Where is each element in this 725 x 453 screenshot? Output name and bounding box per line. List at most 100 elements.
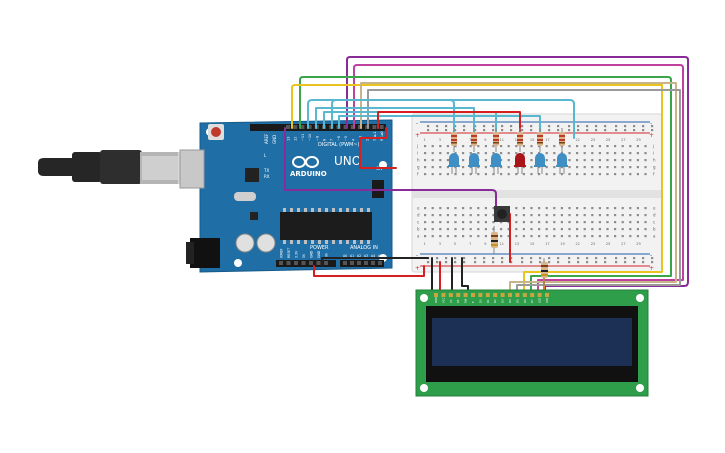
breadboard-hole[interactable]	[538, 207, 541, 210]
rail-hole[interactable]	[539, 257, 542, 260]
breadboard-hole[interactable]	[644, 166, 647, 169]
analog-pin-hole[interactable]	[371, 261, 375, 265]
breadboard-hole[interactable]	[469, 173, 472, 176]
breadboard-hole[interactable]	[614, 145, 617, 148]
breadboard-hole[interactable]	[424, 152, 427, 155]
breadboard-hole[interactable]	[576, 166, 579, 169]
breadboard-hole[interactable]	[583, 152, 586, 155]
wire-black-gnd[interactable]	[321, 257, 429, 267]
rail-hole[interactable]	[463, 257, 466, 260]
breadboard-hole[interactable]	[515, 214, 518, 217]
breadboard-hole[interactable]	[462, 145, 465, 148]
wire-gray[interactable]	[367, 89, 681, 293]
power-pin-hole[interactable]	[294, 261, 298, 265]
wire-green[interactable]	[299, 76, 672, 293]
breadboard-hole[interactable]	[598, 145, 601, 148]
wire-red-board[interactable]	[359, 127, 397, 169]
rail-hole[interactable]	[557, 125, 560, 128]
breadboard-hole[interactable]	[515, 152, 518, 155]
breadboard-hole[interactable]	[576, 173, 579, 176]
rail-hole[interactable]	[642, 261, 645, 264]
rail-hole[interactable]	[492, 257, 495, 260]
breadboard-hole[interactable]	[522, 173, 525, 176]
breadboard-hole[interactable]	[424, 145, 427, 148]
breadboard-hole[interactable]	[530, 235, 533, 238]
breadboard-hole[interactable]	[553, 214, 556, 217]
breadboard-hole[interactable]	[462, 228, 465, 231]
breadboard-hole[interactable]	[431, 145, 434, 148]
breadboard-hole[interactable]	[484, 207, 487, 210]
breadboard-hole[interactable]	[621, 221, 624, 224]
lcd-pin[interactable]	[500, 293, 505, 297]
breadboard-hole[interactable]	[629, 221, 632, 224]
breadboard-hole[interactable]	[500, 228, 503, 231]
breadboard-hole[interactable]	[439, 166, 442, 169]
breadboard-hole[interactable]	[621, 207, 624, 210]
rail-hole[interactable]	[615, 129, 618, 132]
breadboard-hole[interactable]	[507, 152, 510, 155]
breadboard-hole[interactable]	[484, 152, 487, 155]
lcd-pin[interactable]	[508, 293, 512, 297]
breadboard-hole[interactable]	[530, 221, 533, 224]
rail-hole[interactable]	[445, 261, 448, 264]
breadboard-hole[interactable]	[424, 207, 427, 210]
breadboard-hole[interactable]	[583, 228, 586, 231]
breadboard-hole[interactable]	[538, 145, 541, 148]
rail-hole[interactable]	[568, 125, 571, 128]
rail-hole[interactable]	[483, 257, 486, 260]
rail-hole[interactable]	[436, 125, 439, 128]
rail-hole[interactable]	[615, 257, 618, 260]
breadboard-hole[interactable]	[454, 214, 457, 217]
rail-hole[interactable]	[501, 125, 504, 128]
breadboard-hole[interactable]	[522, 214, 525, 217]
breadboard-hole[interactable]	[606, 166, 609, 169]
breadboard-hole[interactable]	[606, 145, 609, 148]
rail-hole[interactable]	[624, 257, 627, 260]
rail-hole[interactable]	[557, 257, 560, 260]
breadboard-hole[interactable]	[591, 173, 594, 176]
wire-magenta[interactable]	[353, 64, 684, 293]
rail-hole[interactable]	[492, 129, 495, 132]
breadboard-hole[interactable]	[545, 228, 548, 231]
breadboard-hole[interactable]	[644, 221, 647, 224]
breadboard-hole[interactable]	[469, 145, 472, 148]
rail-hole[interactable]	[501, 129, 504, 132]
rail-hole[interactable]	[548, 129, 551, 132]
rail-hole[interactable]	[474, 261, 477, 264]
breadboard-hole[interactable]	[454, 221, 457, 224]
rail-hole[interactable]	[568, 261, 571, 264]
rail-hole[interactable]	[530, 261, 533, 264]
breadboard-hole[interactable]	[439, 145, 442, 148]
breadboard-hole[interactable]	[507, 159, 510, 162]
rail-hole[interactable]	[454, 261, 457, 264]
breadboard-hole[interactable]	[462, 159, 465, 162]
rail-hole[interactable]	[586, 125, 589, 128]
digital-pin-hole[interactable]	[300, 125, 305, 129]
breadboard-hole[interactable]	[469, 152, 472, 155]
breadboard-hole[interactable]	[598, 159, 601, 162]
breadboard-hole[interactable]	[500, 166, 503, 169]
breadboard-hole[interactable]	[424, 221, 427, 224]
lcd-pin[interactable]	[478, 293, 483, 297]
digital-pin-hole[interactable]	[372, 125, 377, 129]
rail-hole[interactable]	[483, 261, 486, 264]
rail-hole[interactable]	[595, 257, 598, 260]
breadboard-hole[interactable]	[614, 221, 617, 224]
breadboard-hole[interactable]	[522, 145, 525, 148]
breadboard-hole[interactable]	[636, 235, 639, 238]
breadboard-hole[interactable]	[469, 214, 472, 217]
breadboard-hole[interactable]	[636, 152, 639, 155]
rail-hole[interactable]	[651, 261, 654, 264]
breadboard-hole[interactable]	[621, 228, 624, 231]
breadboard-hole[interactable]	[553, 152, 556, 155]
lcd-pin[interactable]	[545, 293, 549, 297]
breadboard-hole[interactable]	[507, 145, 510, 148]
wire-tan[interactable]	[360, 82, 677, 293]
breadboard-hole[interactable]	[462, 221, 465, 224]
breadboard-hole[interactable]	[606, 235, 609, 238]
rail-hole[interactable]	[510, 125, 513, 128]
rail-hole[interactable]	[436, 261, 439, 264]
lcd-pin[interactable]	[441, 293, 446, 297]
digital-pin-hole[interactable]	[343, 125, 348, 129]
rail-hole[interactable]	[642, 129, 645, 132]
